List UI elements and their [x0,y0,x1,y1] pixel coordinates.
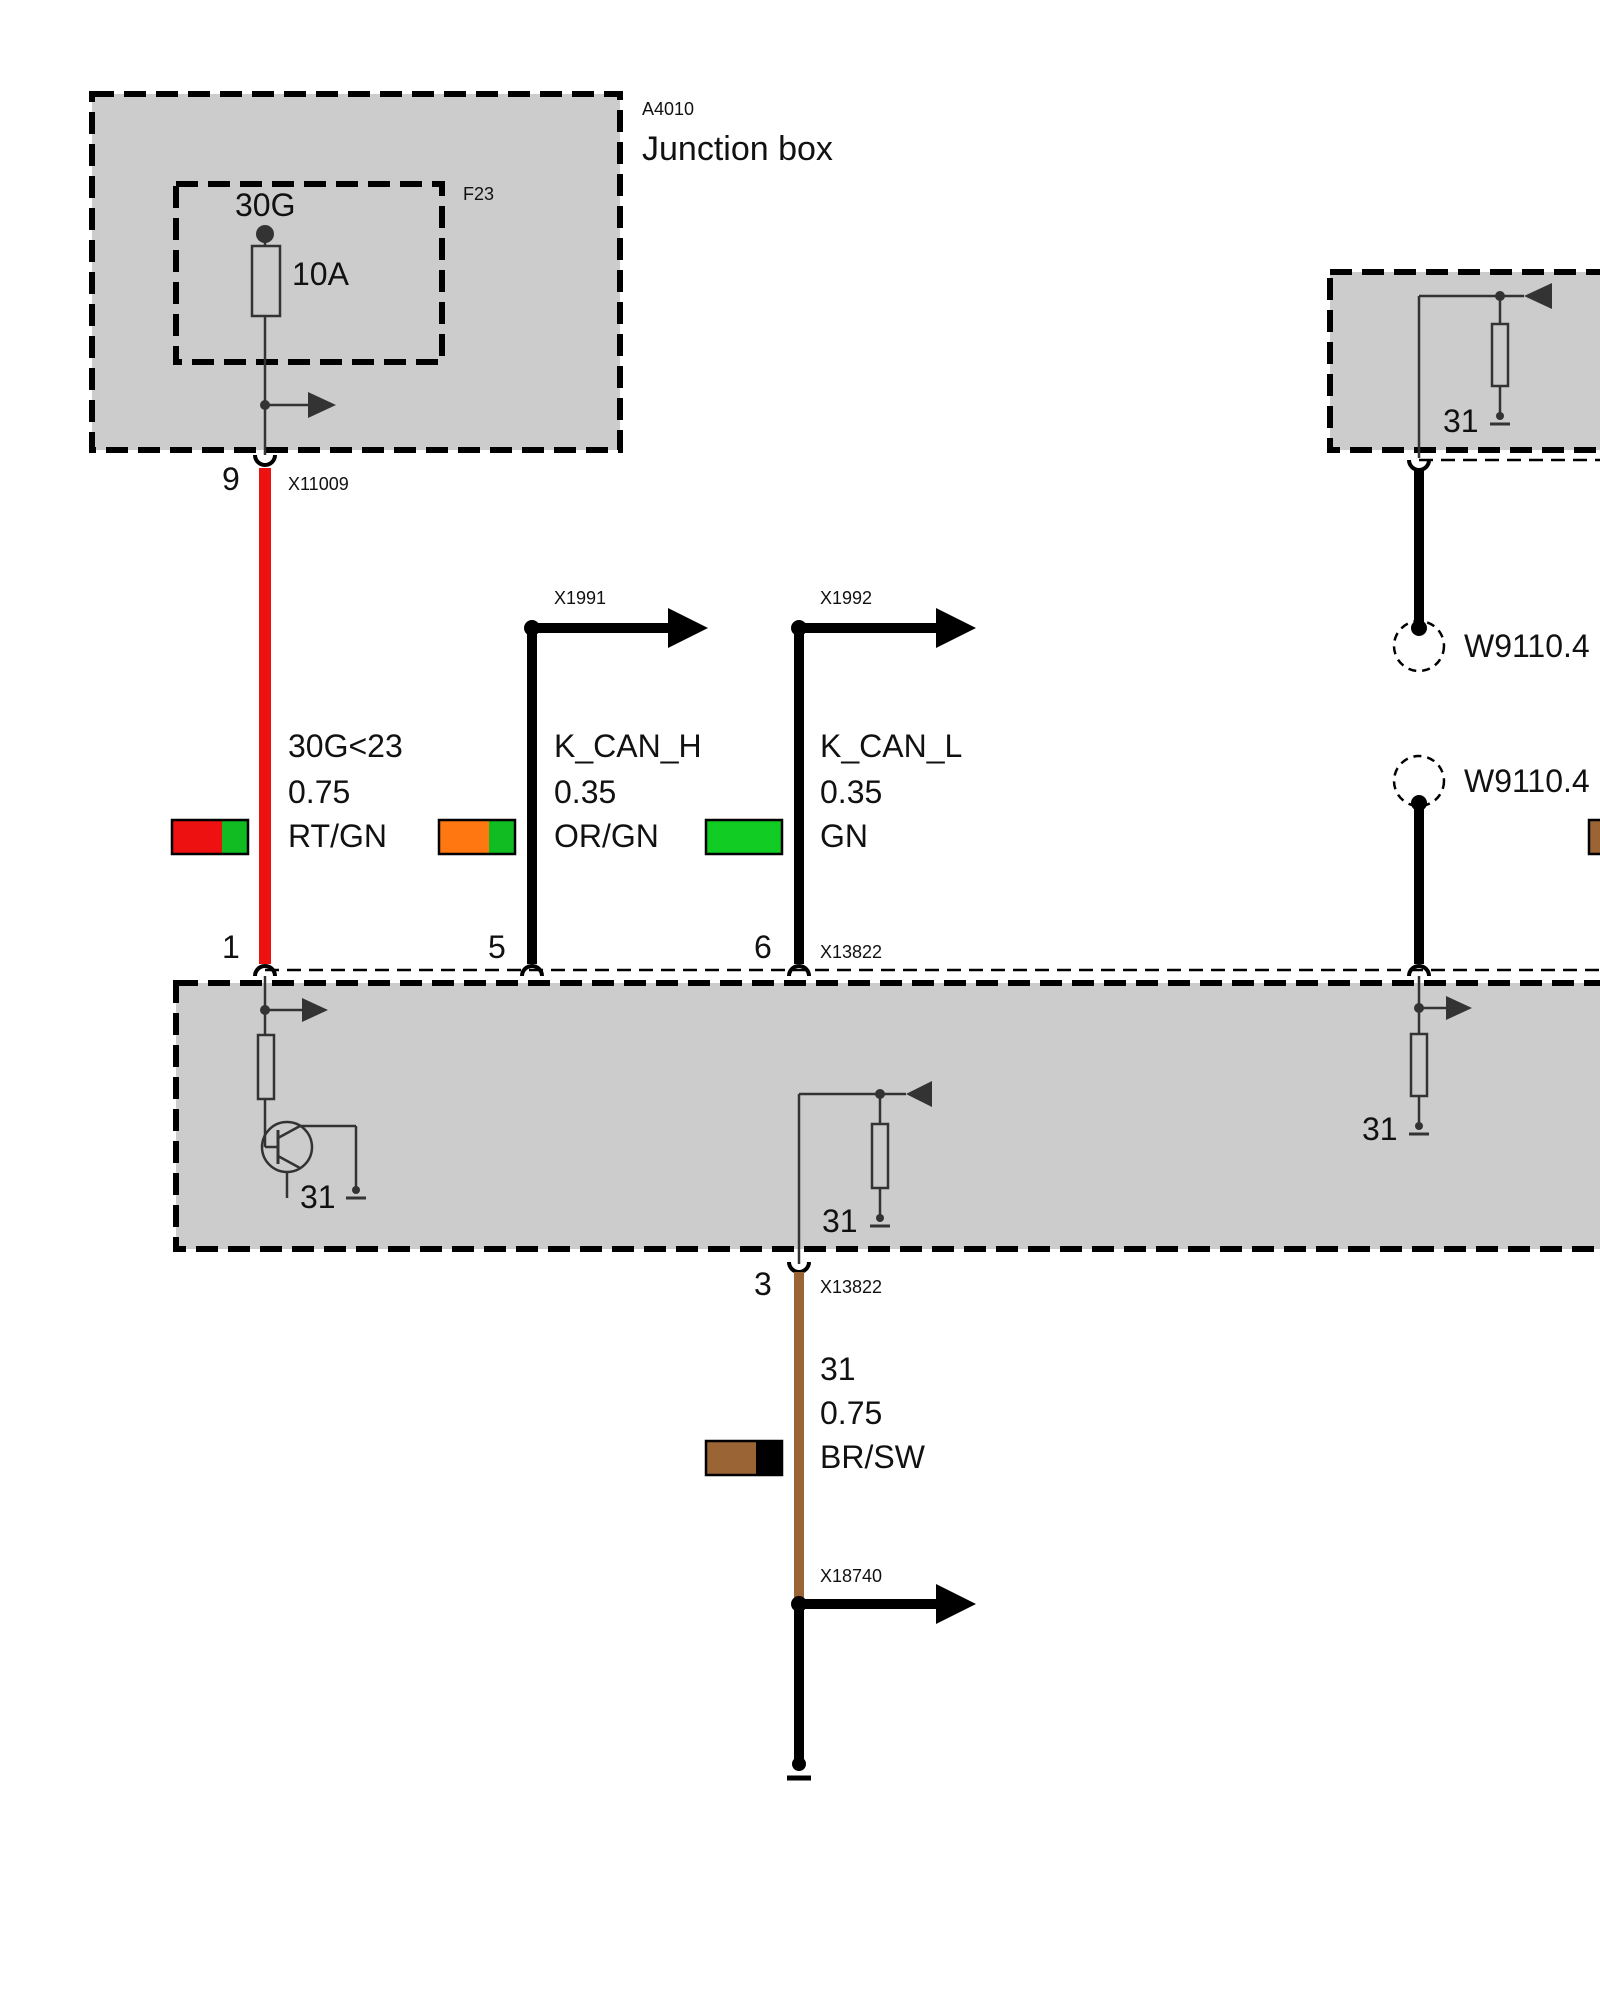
x1991-arrow-icon [668,608,708,648]
junction-box-id: A4010 [642,99,694,119]
ground-terminal-icon [792,1757,806,1771]
wire-k-can-h-color-code: OR/GN [554,818,659,854]
pin-3-label: 3 [754,1266,772,1302]
connector-x18740-label: X18740 [820,1566,882,1586]
ground-label-module-mid: 31 [822,1203,858,1239]
x1992-arrow-icon [936,608,976,648]
fuse-terminal-label: 30G [235,187,295,223]
right-internal-circuit [1409,976,1472,1136]
connector-x1992-label: X1992 [820,588,872,608]
wire-k-can-h-signal: K_CAN_H [554,728,702,764]
splice-lower-label: W9110.4 [1464,763,1590,799]
pin-9-label: 9 [222,461,240,497]
connector-x13822-top-label: X13822 [820,942,882,962]
can-termination-circuit [797,1081,932,1264]
wire-30g-color-code: RT/GN [288,818,387,854]
right-box-circuit [1417,283,1552,458]
pin-5-label: 5 [488,929,506,965]
right-wire-swatch [1587,818,1600,856]
output-arrow-icon [308,392,336,418]
pin-6-label: 6 [754,929,772,965]
junction-box-name: Junction box [642,130,833,168]
right-component-box [1327,269,1600,453]
splice-lower [1392,754,1446,808]
wire-31-signal: 31 [820,1351,856,1387]
wire-30g-swatch [170,818,250,856]
transistor-circuit [256,976,366,1200]
fuse-box [173,181,445,365]
ground-label-module-right: 31 [1362,1111,1398,1147]
connector-x13822-bottom-label: X13822 [820,1277,882,1297]
pin-1-label: 1 [222,929,240,965]
wire-31-color-code: BR/SW [820,1439,926,1475]
fuse-rating: 10A [292,256,350,292]
wire-k-can-l-color-code: GN [820,818,868,854]
control-module [173,980,1600,1252]
fuse-id: F23 [463,184,494,204]
splice-upper [1392,619,1446,673]
wire-k-can-l-gauge: 0.35 [820,774,882,810]
ground-label-right-box: 31 [1443,403,1479,439]
connector-x1991-label: X1991 [554,588,606,608]
fuse-symbol [250,244,282,318]
wire-k-can-h-gauge: 0.35 [554,774,616,810]
wire-k-can-l-signal: K_CAN_L [820,728,962,764]
wire-30g-gauge: 0.75 [288,774,350,810]
wire-31-swatch [704,1439,784,1477]
x18740-arrow-icon [936,1584,976,1624]
ground-label-module-left: 31 [300,1179,336,1215]
wire-k-can-h-swatch [437,818,517,856]
connector-pin-9 [253,454,277,467]
wire-k-can-l-swatch [704,818,784,856]
splice-upper-label: W9110.4 [1464,628,1590,664]
wire-30g-signal: 30G<23 [288,728,403,764]
connector-x11009-label: X11009 [288,474,349,494]
wire-31-gauge: 0.75 [820,1395,882,1431]
